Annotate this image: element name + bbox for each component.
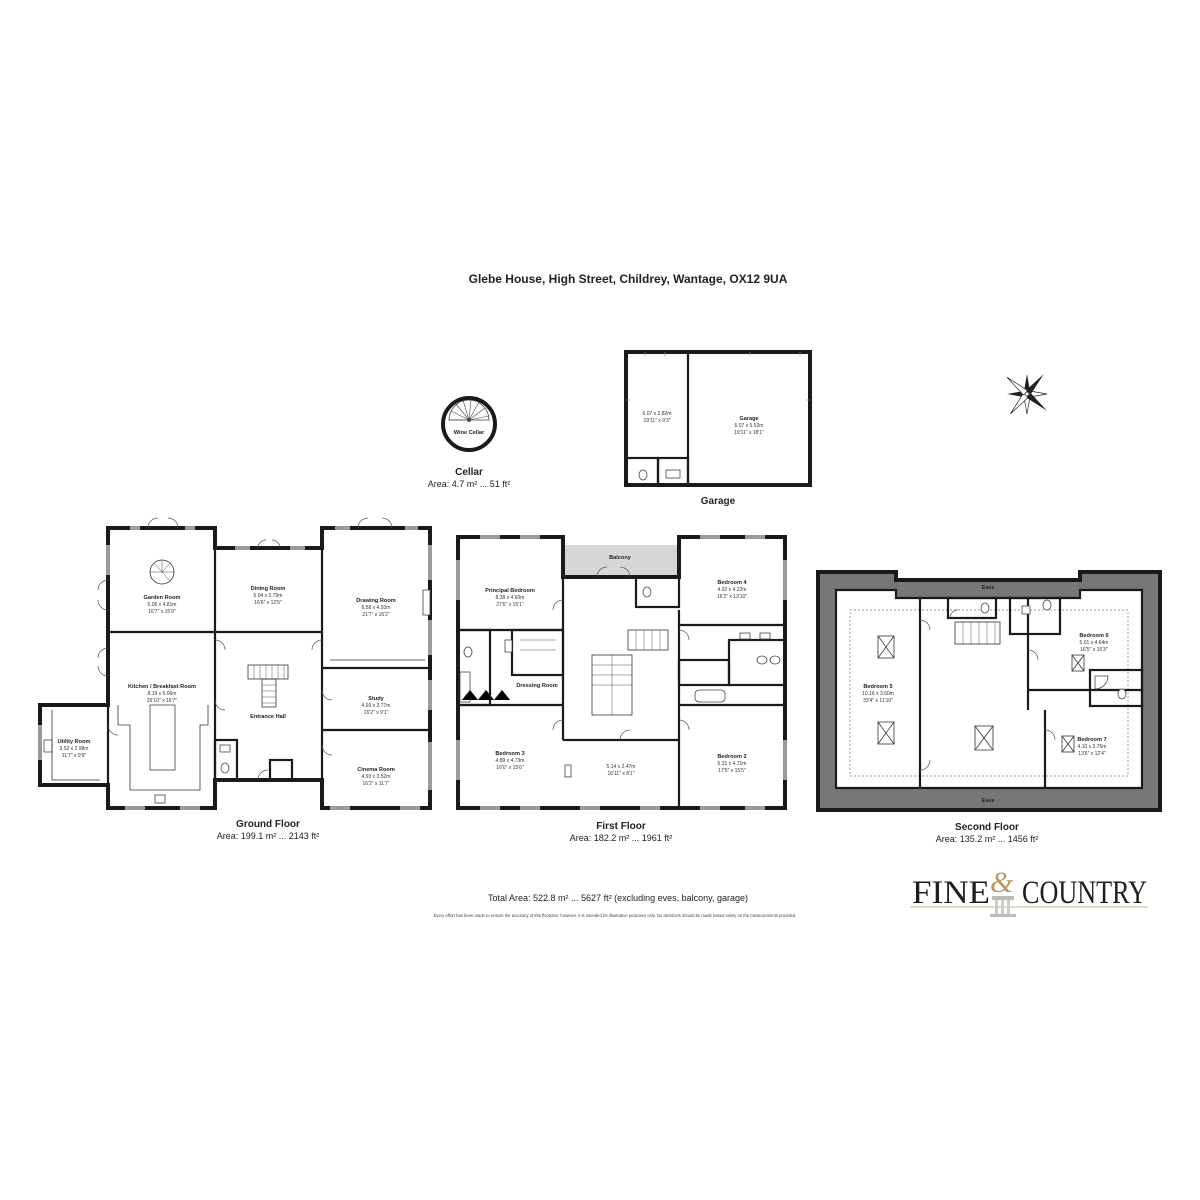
first-floor-plan: Balcony Principal Bedroom 8.38 x 4.60m 2… bbox=[456, 535, 787, 843]
bedroom4-dims-ft: 16'2" x 13'10" bbox=[717, 594, 747, 600]
principal-bedroom-dims-ft: 27'6" x 15'1" bbox=[496, 602, 524, 608]
bedroom2-dims-ft: 17'5" x 15'5" bbox=[718, 768, 746, 774]
eves-top-label: Eves bbox=[982, 585, 995, 591]
bedroom5-name: Bedroom 5 bbox=[863, 684, 892, 690]
ground-floor-title: Ground Floor bbox=[236, 819, 300, 830]
drawing-room-dims-m: 6.58 x 4.93m bbox=[362, 605, 391, 611]
utility-room-dims-ft: 11'7" x 9'9" bbox=[62, 753, 86, 759]
drawing-room-name: Drawing Room bbox=[356, 598, 395, 604]
bedroom7-dims-ft: 13'6" x 12'4" bbox=[1078, 751, 1106, 757]
bedroom4-name: Bedroom 4 bbox=[717, 580, 747, 586]
garage-store-dims-ft: 19'11" x 9'3" bbox=[643, 418, 670, 424]
wine-cellar-label: Wine Cellar bbox=[454, 430, 485, 436]
kitchen-dims-m: 8.19 x 5.06m bbox=[148, 691, 177, 697]
bedroom5-dims-ft: 33'4" x 11'10" bbox=[863, 698, 893, 704]
bedroom3-name: Bedroom 3 bbox=[495, 751, 524, 757]
disclaimer: Every effort has been made to ensure the… bbox=[434, 913, 797, 918]
compass-icon bbox=[1006, 374, 1048, 415]
bedroom5-dims-m: 10.16 x 3.60m bbox=[862, 691, 894, 697]
total-area: Total Area: 522.8 m² ... 5627 ft² (exclu… bbox=[488, 893, 748, 903]
eves-bottom-label: Eves bbox=[982, 798, 995, 804]
garden-spiral-stair bbox=[149, 559, 175, 585]
cellar-plan: Wine Cellar Cellar Area: 4.7 m² ... 51 f… bbox=[428, 396, 511, 489]
kitchen-name: Kitchen / Breakfast Room bbox=[128, 684, 196, 690]
utility-room-name: Utility Room bbox=[58, 739, 91, 745]
bedroom6-dims-ft: 16'5" x 15'3" bbox=[1080, 647, 1108, 653]
bedroom3-dims-m: 4.89 x 4.73m bbox=[496, 758, 525, 764]
balcony-label: Balcony bbox=[609, 555, 632, 561]
logo-column-icon bbox=[990, 896, 1016, 917]
bedroom2-dims-m: 5.31 x 4.71m bbox=[718, 761, 747, 767]
bedroom2-name: Bedroom 2 bbox=[717, 754, 746, 760]
first-floor-stair bbox=[591, 629, 669, 716]
principal-bedroom-name: Principal Bedroom bbox=[485, 588, 535, 594]
second-floor-title: Second Floor bbox=[955, 822, 1019, 833]
ground-floor-plan: Garden Room 5.06 x 4.81m 16'7" x 15'9" D… bbox=[38, 517, 432, 841]
bedroom7-name: Bedroom 7 bbox=[1077, 737, 1106, 743]
dining-room-dims-m: 5.04 x 3.79m bbox=[254, 593, 283, 599]
dining-room-dims-ft: 16'6" x 12'5" bbox=[254, 600, 282, 606]
balcony-area bbox=[563, 545, 679, 577]
landing-room-dims-m: 5.14 x 2.47m bbox=[607, 764, 636, 770]
garden-room-name: Garden Room bbox=[144, 595, 181, 601]
second-floor-plan: Eves Eves Bedroom 5 10.16 x 3.60m 33'4" … bbox=[816, 570, 1162, 844]
cellar-area: Area: 4.7 m² ... 51 ft² bbox=[428, 479, 511, 489]
first-floor-area: Area: 182.2 m² ... 1961 ft² bbox=[570, 833, 673, 843]
cellar-title: Cellar bbox=[455, 467, 483, 478]
garage-store-dims-m: 6.07 x 2.82m bbox=[643, 411, 672, 417]
study-dims-m: 4.93 x 2.77m bbox=[362, 703, 391, 709]
garage-dims-m: 6.07 x 5.52m bbox=[735, 423, 764, 429]
first-floor-title: First Floor bbox=[596, 821, 646, 832]
garden-room-dims-ft: 16'7" x 15'9" bbox=[148, 609, 176, 615]
bedroom6-dims-m: 5.01 x 4.64m bbox=[1080, 640, 1109, 646]
ground-floor-area: Area: 199.1 m² ... 2143 ft² bbox=[217, 831, 320, 841]
principal-bedroom-dims-m: 8.38 x 4.60m bbox=[496, 595, 525, 601]
brand-logo: FINE & COUNTRY bbox=[910, 866, 1148, 917]
cinema-room-dims-m: 4.93 x 3.52m bbox=[362, 774, 391, 780]
cinema-room-name: Cinema Room bbox=[357, 767, 395, 773]
spiral-stair-icon bbox=[448, 399, 490, 422]
bedroom6-name: Bedroom 6 bbox=[1079, 633, 1108, 639]
bedroom4-dims-m: 4.92 x 4.22m bbox=[718, 587, 747, 593]
bedroom3-dims-ft: 16'0" x 15'6" bbox=[496, 765, 524, 771]
kitchen-dims-ft: 26'10" x 16'7" bbox=[147, 698, 177, 704]
entrance-hall-name: Entrance Hall bbox=[250, 714, 286, 720]
bedroom7-dims-m: 4.10 x 3.76m bbox=[1078, 744, 1107, 750]
dressing-room-name: Dressing Room bbox=[516, 683, 557, 689]
utility-room-dims-m: 3.52 x 2.98m bbox=[60, 746, 89, 752]
garden-room-dims-m: 5.06 x 4.81m bbox=[148, 602, 177, 608]
property-address-title: Glebe House, High Street, Childrey, Want… bbox=[469, 272, 788, 286]
cellar-outline bbox=[441, 396, 497, 452]
entrance-hall-stair bbox=[247, 664, 289, 708]
garage-plan: 6.07 x 2.82m 19'11" x 9'3" Garage 6.07 x… bbox=[624, 350, 812, 507]
landing-room-dims-ft: 16'11" x 8'1" bbox=[607, 771, 634, 777]
brand-fine: FINE bbox=[912, 875, 990, 911]
drawing-room-dims-ft: 21'7" x 16'2" bbox=[362, 612, 390, 618]
garage-room-name: Garage bbox=[739, 416, 758, 422]
brand-ampersand: & bbox=[990, 866, 1014, 899]
brand-country: COUNTRY bbox=[1022, 875, 1147, 911]
second-floor-area: Area: 135.2 m² ... 1456 ft² bbox=[936, 834, 1039, 844]
garage-title: Garage bbox=[701, 496, 736, 507]
study-dims-ft: 16'2" x 9'1" bbox=[364, 710, 389, 716]
garage-dims-ft: 19'11" x 18'1" bbox=[734, 430, 764, 436]
cinema-room-dims-ft: 16'2" x 11'7" bbox=[362, 781, 389, 787]
dining-room-name: Dining Room bbox=[251, 586, 286, 592]
study-name: Study bbox=[368, 696, 384, 702]
